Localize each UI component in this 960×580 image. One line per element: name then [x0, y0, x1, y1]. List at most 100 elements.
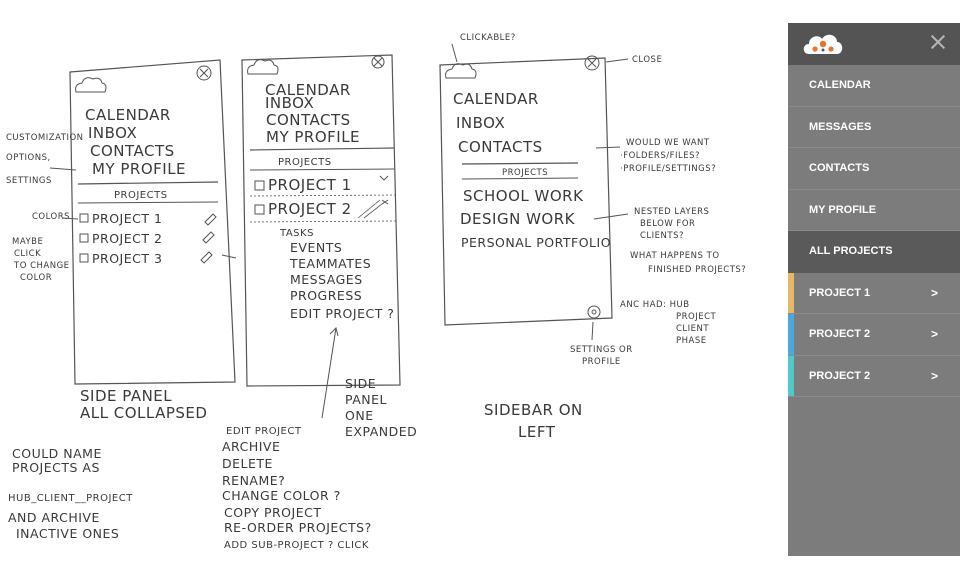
sketch-subitem: EDIT PROJECT ?	[290, 306, 394, 321]
sidebar-item-label: PROJECT 2	[809, 328, 871, 340]
sidebar-item-label: MESSAGES	[809, 120, 872, 133]
sketch-note: MAYBE	[12, 237, 43, 247]
cloud-icon	[247, 59, 279, 75]
sketch-note: AND ARCHIVE	[8, 510, 100, 525]
sketch-menu-item: MY PROFILE	[92, 160, 186, 178]
sketch-menu-item: CONTACTS	[266, 111, 351, 129]
sketch-note: COLOR	[20, 273, 52, 283]
sketch-project-item: PERSONAL PORTFOLIO	[461, 235, 611, 250]
close-icon	[371, 55, 385, 69]
sketch-note: CLICKABLE?	[460, 33, 516, 43]
sketch-panel-3: CALENDAR INBOX CONTACTS PROJECTS SCHOOL …	[439, 55, 613, 441]
sketch-subitem: EVENTS	[290, 240, 342, 255]
sketch-subitem: PROGRESS	[290, 288, 362, 303]
sketch-note: CLIENTS?	[640, 231, 684, 241]
sidebar-item-label: ALL PROJECTS	[809, 245, 893, 257]
sketch-canvas: CALENDAR INBOX CONTACTS MY PROFILE PROJE…	[6, 33, 746, 551]
sketch-project-item: DESIGN WORK	[460, 210, 576, 228]
sketch-subitem: TEAMMATES	[289, 256, 371, 271]
sketch-menu-item: CONTACTS	[90, 142, 175, 160]
sketch-note: PROFILE	[582, 357, 621, 367]
sketch-caption: SIDE PANEL	[80, 387, 172, 405]
sketch-note: SETTINGS	[6, 176, 52, 186]
sidebar-item-my-profile[interactable]: MY PROFILE	[788, 190, 960, 231]
sidebar-item-calendar[interactable]: CALENDAR	[788, 65, 960, 107]
sketch-caption: ALL COLLAPSED	[80, 404, 207, 422]
sketch-menu-item: INBOX	[265, 94, 314, 112]
sketch-caption: PANEL	[345, 392, 387, 407]
close-icon[interactable]	[930, 34, 946, 50]
sketch-note: PHASE	[676, 336, 707, 346]
sketch-note: ·PROFILE/SETTINGS?	[620, 164, 716, 174]
sketch-note: HUB_CLIENT__PROJECT	[8, 493, 133, 504]
sketch-project-item: PROJECT 1	[92, 211, 162, 226]
sketch-note: COULD NAME	[12, 446, 102, 461]
sketch-note: RE-ORDER PROJECTS?	[224, 520, 372, 535]
chevron-right-icon[interactable]: >	[930, 285, 938, 300]
sketch-panel-1: CALENDAR INBOX CONTACTS MY PROFILE PROJE…	[69, 59, 237, 422]
sketch-note: CUSTOMIZATION	[6, 133, 84, 143]
sketch-menu-item: CALENDAR	[85, 106, 171, 124]
sketch-menu-item: INBOX	[88, 124, 137, 142]
sketch-note: DELETE	[222, 456, 273, 471]
sketch-project-item: PROJECT 2	[268, 200, 352, 218]
sketch-note: EDIT PROJECT	[226, 426, 302, 437]
sketch-menu-item: MY PROFILE	[266, 128, 360, 146]
sidebar-item-project-2[interactable]: PROJECT 2 >	[788, 314, 960, 356]
sketch-note: NESTED LAYERS	[634, 207, 709, 217]
close-icon	[196, 65, 212, 81]
sketch-note: CLICK	[14, 249, 41, 259]
sketch-note: SETTINGS OR	[570, 345, 633, 355]
sketch-subitem: MESSAGES	[290, 272, 363, 287]
sidebar-item-label: MY PROFILE	[809, 203, 877, 216]
chevron-right-icon[interactable]: >	[930, 368, 938, 383]
sidebar-item-project-1[interactable]: PROJECT 1 >	[788, 272, 960, 314]
sidebar-header	[788, 23, 960, 65]
sketch-project-item: PROJECT 2	[92, 231, 162, 246]
sketch-menu-item: CALENDAR	[453, 90, 539, 108]
sketch-panel-2: CALENDAR INBOX CONTACTS MY PROFILE PROJE…	[241, 54, 417, 439]
sketch-note: WHAT HAPPENS TO	[630, 251, 720, 261]
sidebar-item-all-projects[interactable]: ALL PROJECTS	[788, 231, 960, 273]
sidebar-item-contacts[interactable]: CONTACTS	[788, 148, 960, 190]
sketch-caption: SIDE	[345, 376, 376, 391]
sketch-note: BELOW FOR	[640, 219, 695, 229]
sketch-subitem: TASKS	[279, 228, 314, 239]
sketch-note: PROJECT	[676, 312, 717, 322]
sidebar-item-label: CALENDAR	[809, 79, 871, 91]
sketch-menu-item: CONTACTS	[458, 138, 543, 156]
project-color-stripe	[788, 314, 794, 355]
sketch-annotations: CUSTOMIZATION OPTIONS, SETTINGS COLORS M…	[6, 33, 746, 551]
sketch-project-item: SCHOOL WORK	[463, 187, 584, 205]
sketch-note: ADD SUB-PROJECT ? CLICK	[224, 540, 369, 551]
sketch-note: CLIENT	[676, 324, 709, 334]
sketch-caption: EXPANDED	[345, 424, 417, 439]
sidebar-item-messages[interactable]: MESSAGES	[788, 107, 960, 148]
sidebar-item-label: PROJECT 2	[809, 369, 871, 382]
sketch-note: CLOSE	[632, 55, 662, 65]
sketch-project-item: PROJECT 3	[92, 251, 162, 266]
cloud-icon	[75, 77, 107, 93]
chevron-right-icon[interactable]: >	[930, 327, 938, 341]
close-icon	[584, 55, 600, 71]
sketch-note: WOULD WE WANT	[626, 138, 710, 148]
cloud-people-logo	[803, 34, 843, 54]
sidebar-item-label: CONTACTS	[809, 162, 870, 174]
sketch-note: ·FOLDERS/FILES?	[620, 151, 700, 161]
sketch-note: FINISHED PROJECTS?	[648, 265, 746, 275]
sidebar-item-project-3[interactable]: PROJECT 2 >	[788, 355, 960, 397]
sketch-note: INACTIVE ONES	[16, 526, 119, 541]
sketch-note: COPY PROJECT	[224, 505, 321, 520]
project-color-stripe	[788, 272, 794, 313]
sketch-note: ANC HAD: HUB	[620, 300, 690, 310]
sketch-projects-header: PROJECTS	[114, 190, 168, 201]
sketch-project-item: PROJECT 1	[268, 176, 352, 194]
sketch-projects-header: PROJECTS	[278, 157, 332, 168]
sidebar: CALENDAR MESSAGES CONTACTS MY PROFILE AL…	[788, 23, 960, 556]
sketch-caption: SIDEBAR ON	[484, 401, 583, 419]
sketch-menu-item: CALENDAR	[265, 81, 351, 99]
project-color-stripe	[788, 355, 794, 396]
sketch-caption: ONE	[345, 408, 374, 423]
sketch-note: RENAME?	[222, 473, 285, 488]
sketch-note: TO CHANGE	[13, 261, 70, 271]
